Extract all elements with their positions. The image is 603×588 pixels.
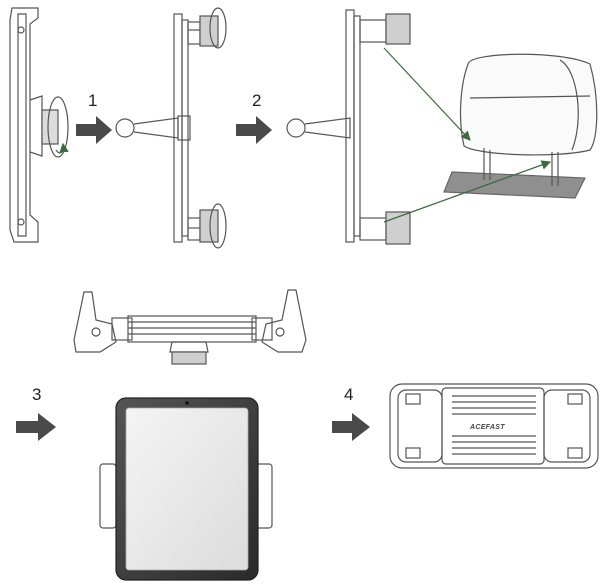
holder-front-view-b (173, 7, 227, 249)
folded-holder (389, 383, 599, 469)
step-label-3: 3 (32, 385, 41, 404)
step-label-2: 2 (252, 91, 261, 110)
ball-joint-c (286, 117, 351, 139)
brand-logo-text: ACEFAST (469, 424, 505, 431)
step-arrow-4 (332, 413, 370, 441)
step-arrow-1 (76, 116, 112, 144)
step-arrow-2 (236, 116, 272, 144)
car-headrest (443, 53, 598, 199)
holder-side-view (9, 7, 69, 243)
tablet-in-holder (99, 397, 273, 581)
holder-front-view-c (345, 9, 411, 245)
step-label-4: 4 (344, 385, 353, 404)
step-arrow-3 (16, 413, 56, 441)
ball-joint-b (115, 115, 191, 141)
step-label-1: 1 (88, 91, 97, 110)
guide-arrows (383, 47, 552, 223)
clamp-top-view (73, 289, 307, 365)
